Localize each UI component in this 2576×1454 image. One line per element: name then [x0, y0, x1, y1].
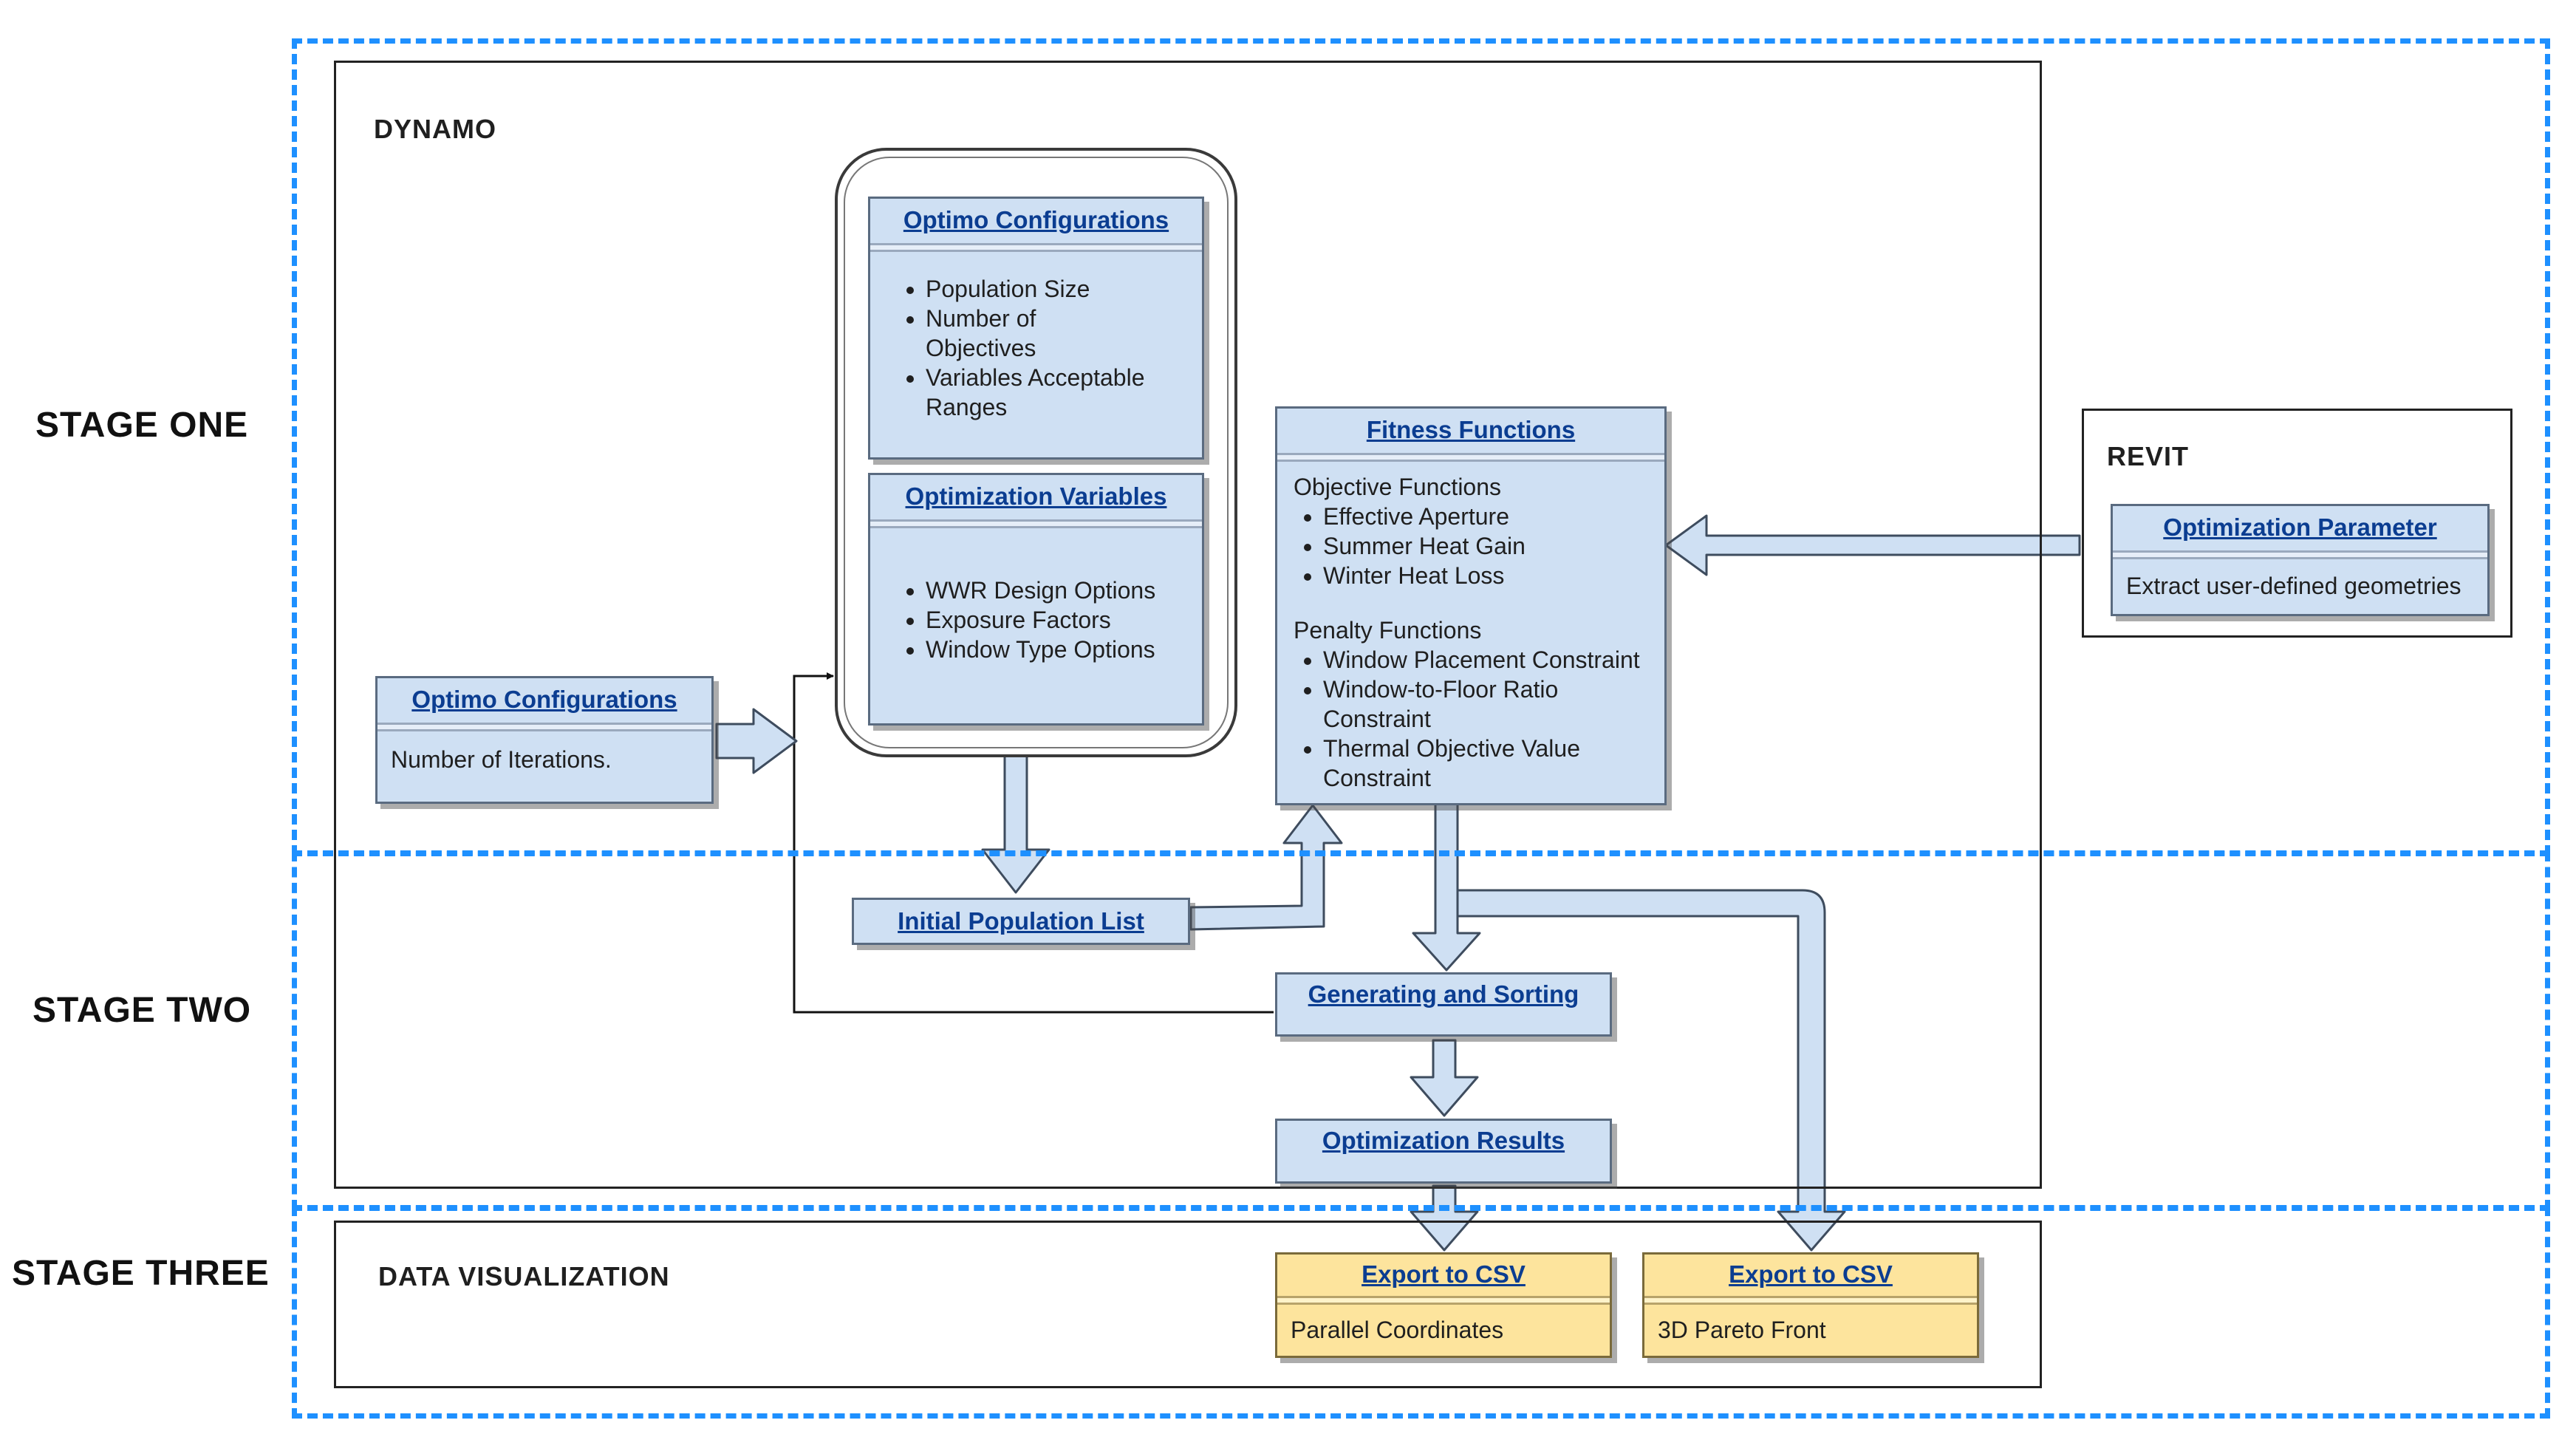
optimization-variables-title: Optimization Variables [905, 482, 1167, 510]
export-csv-pareto-node[interactable]: Export to CSV 3D Pareto Front [1642, 1252, 1979, 1358]
optimo-configurations-left-title: Optimo Configurations [411, 686, 677, 713]
feedback-connector [793, 672, 1274, 1014]
list-item: Variables Acceptable Ranges [926, 363, 1155, 422]
optimo-configurations-top-list: Population Size Number of Objectives Var… [870, 274, 1202, 422]
list-item: Thermal Objective Value Constraint [1323, 734, 1633, 793]
arrow-optimo-to-group [715, 708, 798, 774]
list-item: Window-to-Floor Ratio Constraint [1323, 675, 1589, 734]
export-csv-parallel-node[interactable]: Export to CSV Parallel Coordinates [1275, 1252, 1612, 1358]
list-item: WWR Design Options [926, 576, 1202, 605]
export-csv-pareto-title: Export to CSV [1729, 1260, 1893, 1288]
data-visualization-label: DATA VISUALIZATION [378, 1261, 670, 1291]
dynamo-frame [334, 61, 2042, 1189]
penalty-functions-list: Window Placement Constraint Window-to-Fl… [1294, 645, 1664, 793]
arrow-revit-to-fitness [1664, 514, 2081, 576]
list-item: Population Size [926, 274, 1202, 304]
objective-functions-heading: Objective Functions [1294, 474, 1502, 500]
export-csv-parallel-title: Export to CSV [1362, 1260, 1526, 1288]
list-item: Summer Heat Gain [1323, 531, 1664, 561]
export-csv-pareto-body: 3D Pareto Front [1658, 1317, 1826, 1343]
optimo-configurations-top-node[interactable]: Optimo Configurations Population Size Nu… [868, 197, 1204, 460]
list-item: Effective Aperture [1323, 502, 1664, 531]
stage-two-label: STAGE TWO [33, 991, 252, 1030]
generating-sorting-node[interactable]: Generating and Sorting [1275, 972, 1612, 1037]
list-item: Window Placement Constraint [1323, 645, 1664, 675]
revit-frame [2082, 409, 2512, 638]
revit-label: REVIT [2107, 441, 2190, 471]
dynamo-label: DYNAMO [374, 114, 496, 144]
optimo-configurations-left-body: Number of Iterations. [391, 746, 612, 773]
objective-functions-list: Effective Aperture Summer Heat Gain Wint… [1294, 502, 1664, 590]
optimization-parameter-body: Extract user-defined geometries [2126, 573, 2461, 599]
optimization-variables-node[interactable]: Optimization Variables WWR Design Option… [868, 473, 1204, 726]
optimo-configurations-left-node[interactable]: Optimo Configurations Number of Iteratio… [375, 676, 714, 804]
stage-one-label: STAGE ONE [35, 406, 249, 445]
optimization-results-node[interactable]: Optimization Results [1275, 1119, 1612, 1184]
optimization-variables-list: WWR Design Options Exposure Factors Wind… [870, 576, 1202, 664]
stage-three-boundary [292, 1206, 2550, 1419]
arrow-fitness-to-generating [1412, 800, 1481, 972]
penalty-functions-heading: Penalty Functions [1294, 617, 1482, 644]
arrow-population-to-fitness [1189, 804, 1343, 931]
fitness-functions-title: Fitness Functions [1366, 416, 1576, 443]
list-item: Winter Heat Loss [1323, 561, 1664, 590]
arrow-results-to-export-1 [1410, 1184, 1479, 1252]
fitness-functions-node[interactable]: Fitness Functions Objective Functions Ef… [1275, 406, 1667, 805]
list-item: Number of Objectives [926, 304, 1066, 363]
optimization-results-title: Optimization Results [1322, 1127, 1565, 1154]
generating-sorting-title: Generating and Sorting [1308, 980, 1579, 1008]
optimo-configurations-top-title: Optimo Configurations [903, 206, 1169, 233]
data-visualization-frame [334, 1221, 2042, 1388]
arrow-fitness-to-export-2 [1456, 889, 1846, 1252]
initial-population-node[interactable]: Initial Population List [852, 898, 1190, 945]
list-item: Window Type Options [926, 635, 1202, 664]
arrow-generating-to-results [1410, 1039, 1479, 1117]
optimization-parameter-node[interactable]: Optimization Parameter Extract user-defi… [2111, 504, 2490, 616]
list-item: Exposure Factors [926, 605, 1202, 635]
initial-population-title: Initial Population List [898, 907, 1144, 935]
stage-three-label: STAGE THREE [12, 1254, 270, 1293]
optimization-parameter-title: Optimization Parameter [2163, 513, 2437, 541]
export-csv-parallel-body: Parallel Coordinates [1291, 1317, 1504, 1343]
